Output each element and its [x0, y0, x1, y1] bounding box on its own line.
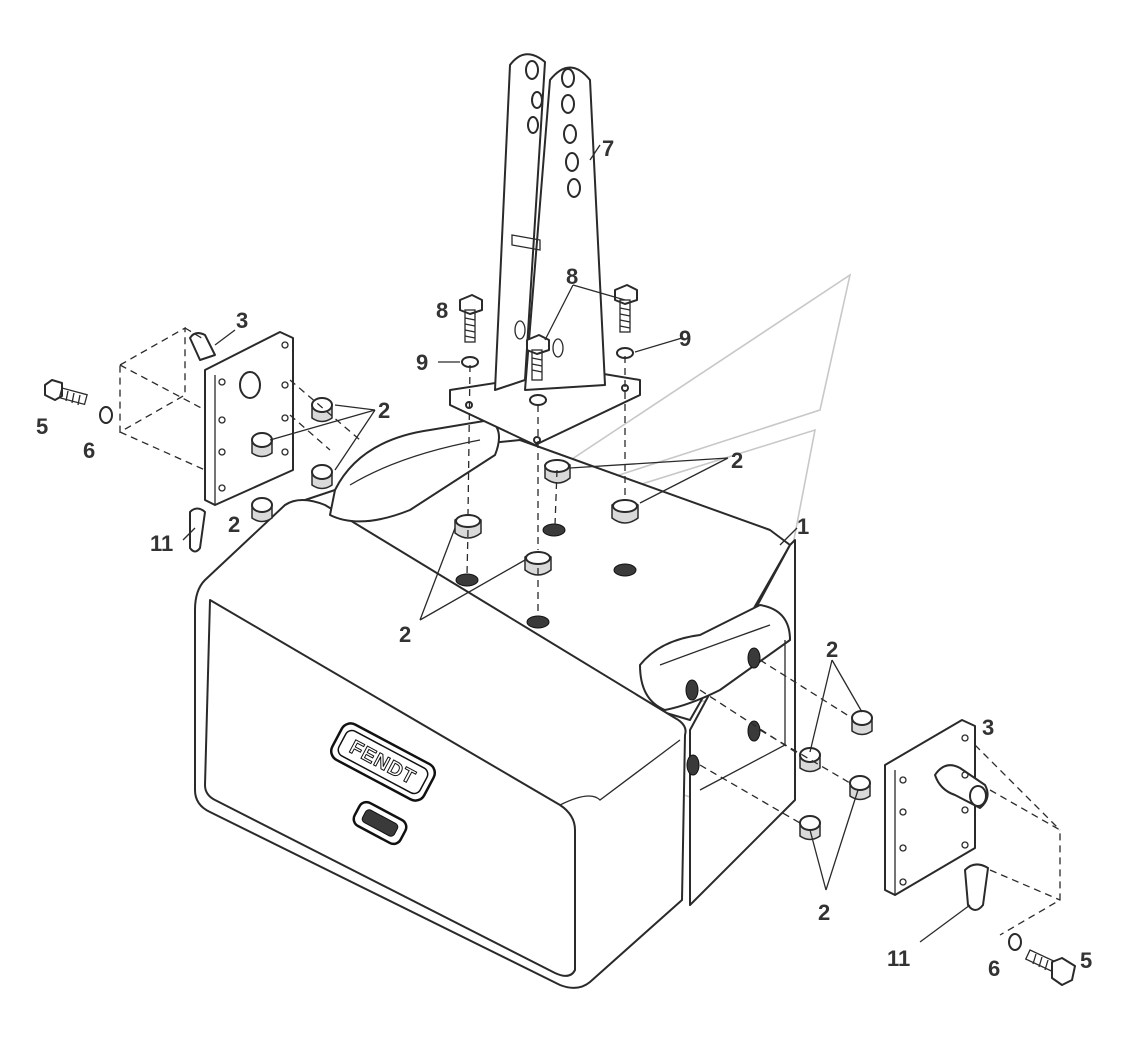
callout-1: 1	[797, 514, 809, 539]
weight-block: FENDT	[194, 419, 796, 989]
left-bolt	[44, 379, 113, 424]
callout-labels: 1 2 2 2 2 2 2 3 3 5 5 6 6 7 8 8 9 9 11 1…	[36, 136, 1092, 981]
right-spacers	[799, 710, 873, 841]
top-spacers	[454, 459, 639, 576]
right-bolt	[1008, 933, 1076, 986]
callout-2-left-top: 2	[378, 398, 390, 423]
callout-6-left: 6	[83, 438, 95, 463]
left-side-plate	[189, 331, 294, 553]
small-plaque	[352, 800, 408, 846]
callout-11-right: 11	[887, 946, 910, 971]
callout-2-left-bottom: 2	[228, 512, 240, 537]
right-side-plate	[884, 719, 989, 911]
callout-7: 7	[602, 136, 614, 161]
callout-2-right-top: 2	[826, 637, 838, 662]
callout-2-center: 2	[399, 622, 411, 647]
callout-5-left: 5	[36, 414, 48, 439]
callout-8-center: 8	[566, 264, 578, 289]
top-bracket	[449, 53, 641, 446]
callout-5-right: 5	[1080, 948, 1092, 973]
callout-9-left: 9	[416, 350, 428, 375]
callout-3-left: 3	[236, 308, 248, 333]
callout-3-right: 3	[982, 715, 994, 740]
callout-11-left: 11	[150, 531, 173, 556]
left-spacers	[251, 397, 333, 523]
callout-9-right: 9	[679, 326, 691, 351]
callout-2-top-right: 2	[731, 448, 743, 473]
leader-lines	[182, 144, 971, 943]
callout-8-left: 8	[436, 298, 448, 323]
callout-6-right: 6	[988, 956, 1000, 981]
callout-2-right-bottom: 2	[818, 900, 830, 925]
